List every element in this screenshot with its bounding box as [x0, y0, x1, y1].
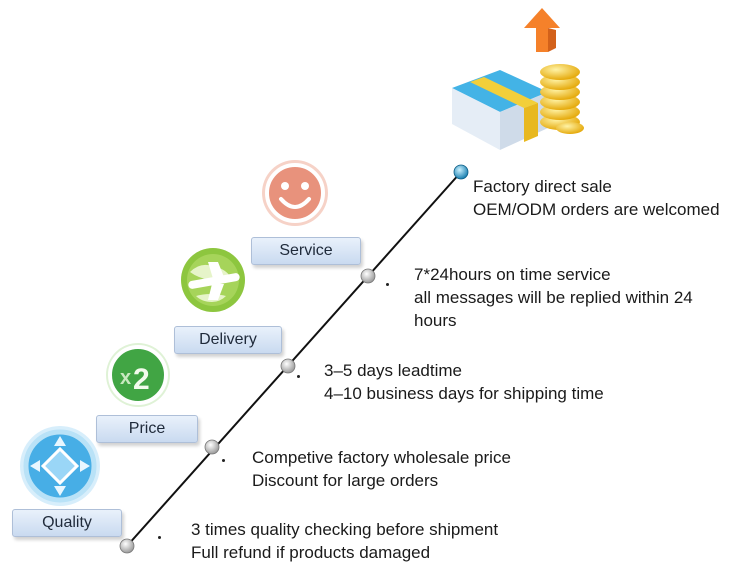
- description-line: 7*24hours on time service: [414, 265, 611, 284]
- description-line: Factory direct sale: [473, 177, 612, 196]
- description-line: Full refund if products damaged: [191, 543, 431, 562]
- bullet: [297, 375, 300, 378]
- step-label-price: Price: [96, 415, 198, 443]
- box-coins-arrow-icon: [452, 8, 584, 150]
- top-description: Factory direct sale OEM/ODM orders are w…: [473, 175, 720, 221]
- description-line: 3 times quality checking before shipment: [191, 520, 499, 539]
- bullet: [222, 459, 225, 462]
- airplane-globe-icon: [181, 248, 245, 312]
- timeline-node-price: [204, 439, 220, 455]
- step-label-service: Service: [251, 237, 361, 265]
- timeline-node-top: [453, 164, 469, 180]
- description-line: all messages will be replied within 24: [414, 288, 693, 307]
- step-description-quality: 3 times quality checking before shipment…: [191, 518, 498, 564]
- timeline-node-quality: [119, 538, 135, 554]
- step-description-delivery: 3–5 days leadtime 4–10 business days for…: [324, 359, 604, 405]
- x2-badge-icon: x 2: [106, 343, 170, 407]
- step-description-service: 7*24hours on time service all messages w…: [414, 263, 693, 332]
- svg-text:2: 2: [133, 363, 150, 396]
- timeline-line: [126, 171, 462, 547]
- diamond-arrows-icon: [20, 426, 100, 506]
- description-line: OEM/ODM orders are welcomed: [473, 200, 720, 219]
- timeline-node-service: [360, 268, 376, 284]
- step-label-quality: Quality: [12, 509, 122, 537]
- description-line: Discount for large orders: [252, 471, 439, 490]
- bullet: [158, 536, 161, 539]
- step-description-price: Competive factory wholesale price Discou…: [252, 446, 511, 492]
- step-label-delivery: Delivery: [174, 326, 282, 354]
- timeline-node-delivery: [280, 358, 296, 374]
- description-line: Competive factory wholesale price: [252, 448, 511, 467]
- svg-text:x: x: [120, 367, 131, 389]
- description-line: 4–10 business days for shipping time: [324, 384, 604, 403]
- smiley-face-icon: [262, 160, 328, 226]
- description-line: 3–5 days leadtime: [324, 361, 462, 380]
- description-line: hours: [414, 311, 457, 330]
- bullet: [386, 283, 389, 286]
